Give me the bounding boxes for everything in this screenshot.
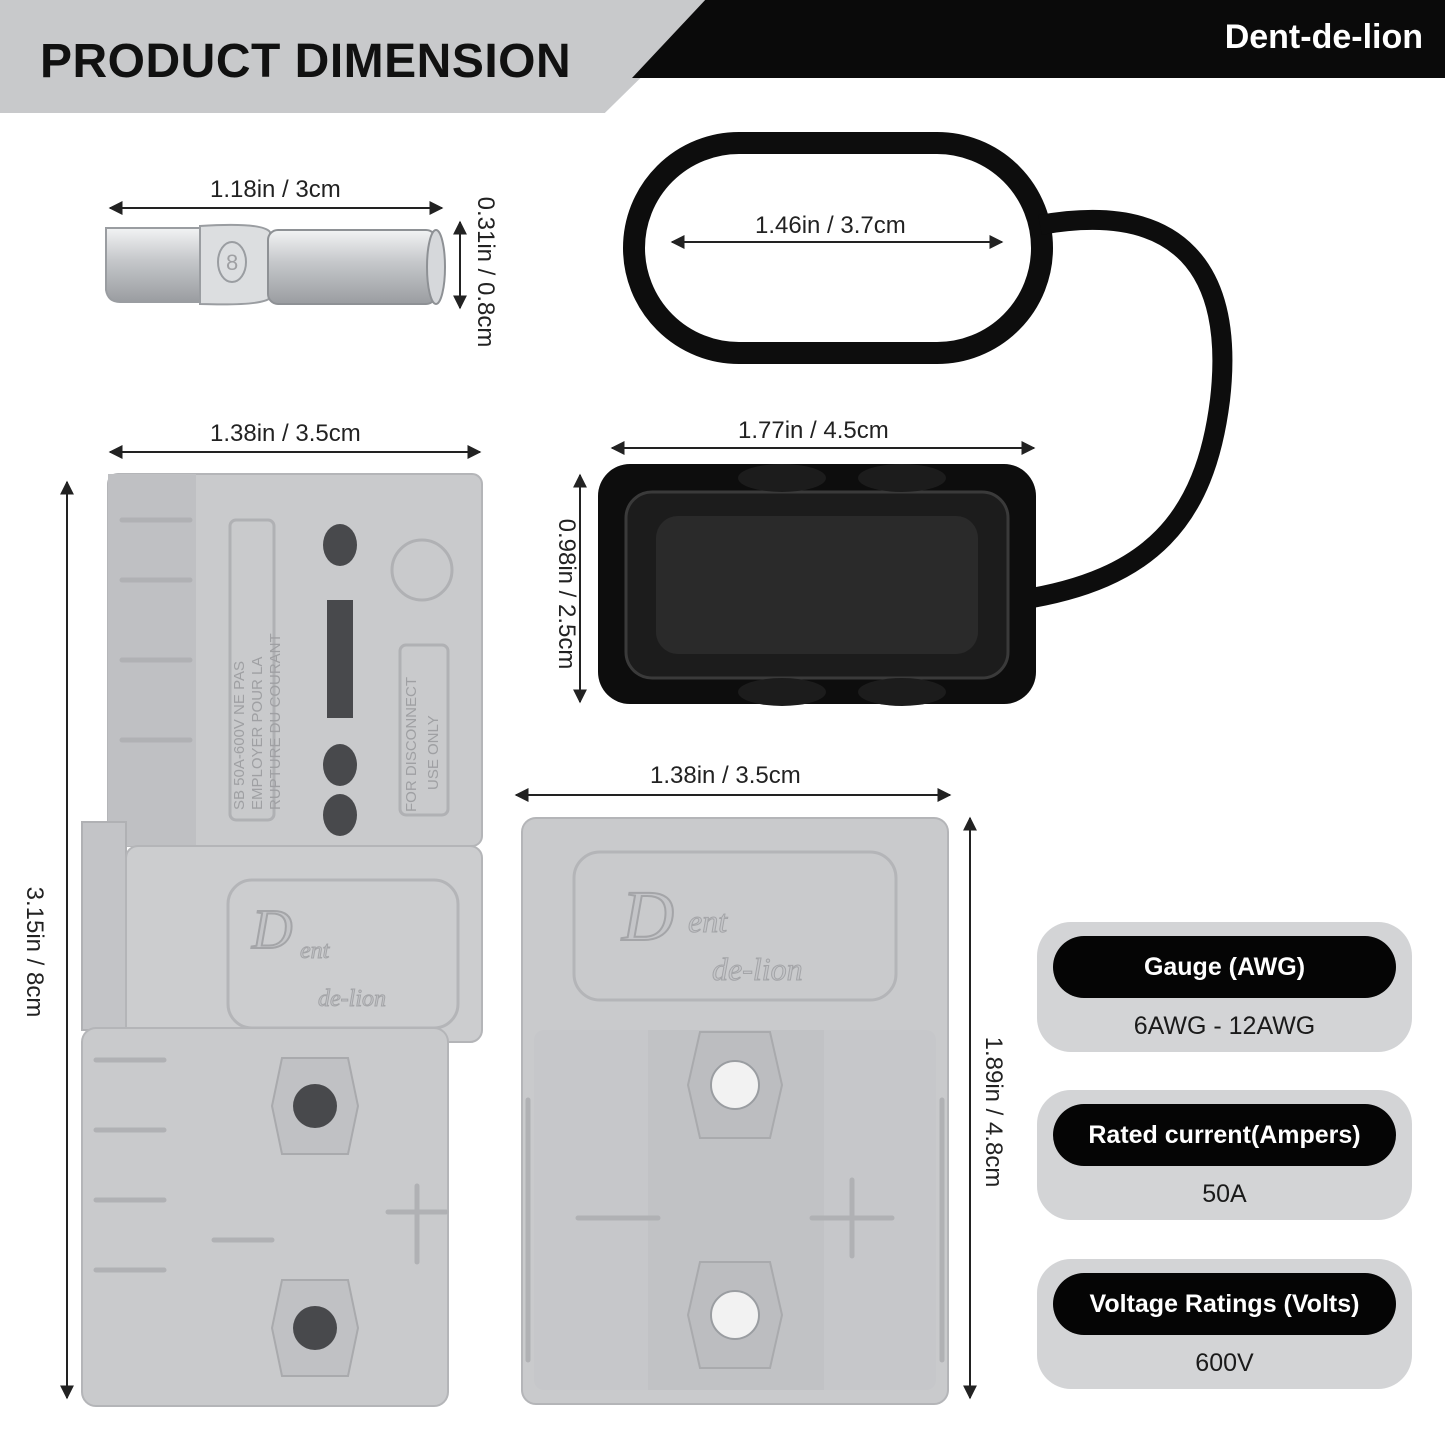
- svg-text:ent: ent: [300, 938, 331, 964]
- single-connector: [521, 817, 949, 1405]
- spec-card-voltage: Voltage Ratings (Volts) 600V: [1037, 1259, 1412, 1389]
- spec-value-voltage: 600V: [1195, 1349, 1254, 1377]
- terminal-contact: [105, 223, 446, 306]
- dim-pair-height: 3.15in / 8cm: [21, 886, 48, 1018]
- dim-pair-width: 1.38in / 3.5cm: [210, 420, 361, 447]
- mated-connector-pair: [81, 473, 483, 1407]
- spec-label-current: Rated current(Ampers): [1053, 1104, 1396, 1166]
- svg-text:D: D: [621, 876, 674, 956]
- dim-single-height: 1.89in / 4.8cm: [980, 1036, 1007, 1188]
- brand-name: Dent-de-lion: [1224, 18, 1423, 56]
- svg-text:de-lion: de-lion: [318, 986, 386, 1012]
- dim-terminal-height: 0.31in / 0.8cm: [472, 196, 499, 348]
- housing-disconnect-line-1: FOR DISCONNECT: [403, 677, 420, 812]
- dim-terminal-length: 1.18in / 3cm: [210, 176, 341, 203]
- page-title: PRODUCT DIMENSION: [40, 35, 572, 88]
- housing-rating-line-3: RUPTURE DU COURANT: [267, 633, 284, 810]
- dim-cover-width: 1.77in / 4.5cm: [738, 417, 889, 444]
- dim-single-width: 1.38in / 3.5cm: [650, 762, 801, 789]
- spec-value-current: 50A: [1202, 1180, 1247, 1208]
- svg-text:ent: ent: [688, 903, 728, 939]
- spec-value-gauge: 6AWG - 12AWG: [1133, 1012, 1316, 1040]
- housing-disconnect-line-2: USE ONLY: [425, 715, 442, 790]
- housing-rating-line-2: EMPLOYER POUR LA: [249, 657, 266, 810]
- dust-cover: [598, 132, 1233, 706]
- dim-cover-height: 0.98in / 2.5cm: [553, 518, 580, 670]
- spec-label-voltage: Voltage Ratings (Volts): [1053, 1273, 1396, 1335]
- header-banner-black: [632, 0, 1445, 78]
- dim-loop-width: 1.46in / 3.7cm: [755, 212, 906, 239]
- svg-text:de-lion: de-lion: [712, 951, 803, 987]
- housing-rating-line-1: SB 50A-600V NE PAS: [231, 661, 248, 810]
- spec-card-current: Rated current(Ampers) 50A: [1037, 1090, 1412, 1220]
- svg-text:D: D: [251, 899, 292, 961]
- dimension-lines: [60, 201, 1036, 1400]
- terminal-mark: 8: [226, 250, 238, 275]
- housing-logo-single: D ent de-lion: [620, 875, 803, 988]
- spec-card-gauge: Gauge (AWG) 6AWG - 12AWG: [1037, 922, 1412, 1052]
- header-banner-grey: [0, 0, 720, 113]
- housing-logo-pair: D ent de-lion: [250, 898, 386, 1013]
- spec-label-gauge: Gauge (AWG): [1053, 936, 1396, 998]
